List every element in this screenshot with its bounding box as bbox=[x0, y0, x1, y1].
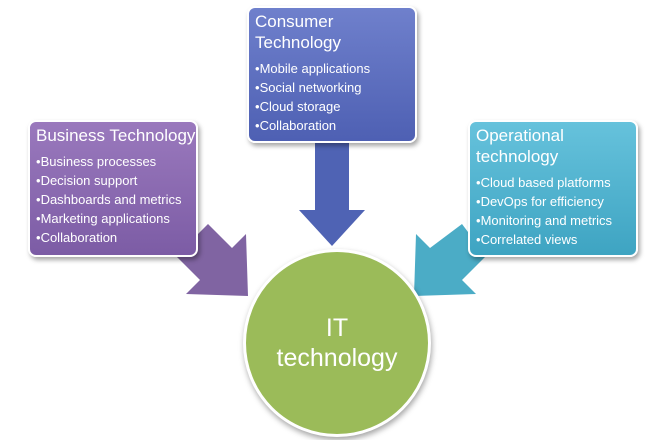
list-item: Dashboards and metrics bbox=[36, 190, 196, 209]
arrow-consumer-to-center bbox=[299, 140, 365, 246]
list-item: Social networking bbox=[255, 78, 415, 97]
list-item: DevOps for efficiency bbox=[476, 192, 636, 211]
list-item: Correlated views bbox=[476, 230, 636, 249]
business-technology-box: Business Technology Business processes D… bbox=[28, 120, 198, 257]
consumer-technology-title: Consumer Technology bbox=[249, 8, 375, 53]
consumer-technology-title-text: Consumer Technology bbox=[255, 12, 342, 52]
list-item: Marketing applications bbox=[36, 209, 196, 228]
business-technology-title: Business Technology bbox=[36, 126, 196, 145]
list-item: Decision support bbox=[36, 171, 196, 190]
list-item: Mobile applications bbox=[255, 59, 415, 78]
operational-technology-title: Operational technology bbox=[470, 122, 586, 167]
list-item: Business processes bbox=[36, 152, 196, 171]
consumer-technology-list: Mobile applications Social networking Cl… bbox=[249, 53, 415, 135]
operational-technology-box: Operational technology Cloud based platf… bbox=[468, 120, 638, 257]
operational-technology-title-text: Operational technology bbox=[476, 126, 564, 166]
consumer-technology-box: Consumer Technology Mobile applications … bbox=[247, 6, 417, 143]
it-technology-label: IT technology bbox=[276, 314, 398, 372]
list-item: Collaboration bbox=[36, 228, 196, 247]
list-item: Cloud storage bbox=[255, 97, 415, 116]
list-item: Collaboration bbox=[255, 116, 415, 135]
operational-technology-list: Cloud based platforms DevOps for efficie… bbox=[470, 167, 636, 249]
list-item: Monitoring and metrics bbox=[476, 211, 636, 230]
list-item: Cloud based platforms bbox=[476, 173, 636, 192]
business-technology-list: Business processes Decision support Dash… bbox=[30, 146, 196, 247]
it-technology-circle: IT technology bbox=[243, 249, 431, 437]
